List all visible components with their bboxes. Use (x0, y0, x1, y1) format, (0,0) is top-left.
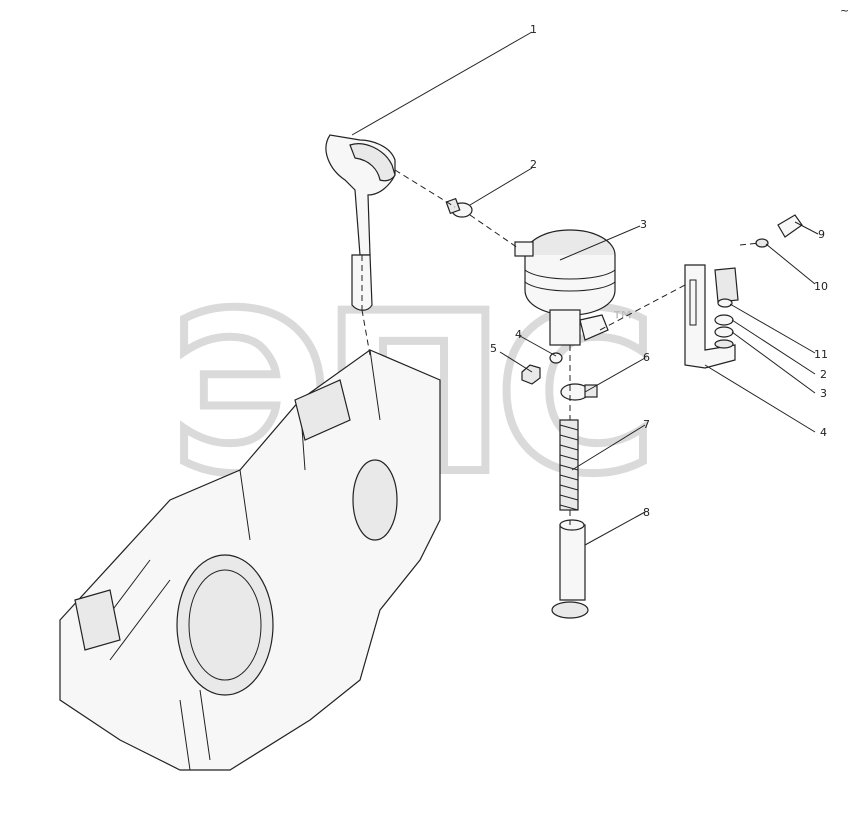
callout-4b: 4 (820, 426, 827, 439)
callout-6: 6 (643, 351, 650, 364)
callout-11: 11 (814, 348, 828, 361)
watermark-trademark: ™ (610, 307, 636, 337)
callout-2b: 2 (820, 368, 827, 381)
leader-lines (351, 31, 819, 546)
bolt (755, 214, 803, 248)
callout-10: 10 (814, 280, 828, 293)
callout-4: 4 (515, 328, 522, 341)
nut-washer (521, 352, 563, 385)
bracket-fastener-stack (714, 298, 734, 349)
clamp-ring (560, 383, 598, 401)
lower-tube (551, 519, 589, 619)
engine-housing (59, 349, 441, 771)
callout-9: 9 (818, 228, 825, 241)
breather-housing (514, 229, 616, 346)
callout-5: 5 (490, 342, 497, 355)
callout-2: 2 (530, 158, 537, 171)
spring (559, 419, 579, 511)
callout-1: 1 (530, 23, 537, 36)
callout-3b: 3 (820, 387, 827, 400)
callouts: 1 2 3 4 5 6 7 8 9 10 11 2 3 4 (490, 23, 828, 519)
callout-8: 8 (643, 506, 650, 519)
callout-7: 7 (643, 418, 650, 431)
mounting-bracket (684, 264, 739, 369)
corner-mark: ~ (840, 4, 849, 17)
hose-clamp (445, 197, 473, 218)
breather-hose (325, 134, 396, 311)
callout-3: 3 (640, 218, 647, 231)
